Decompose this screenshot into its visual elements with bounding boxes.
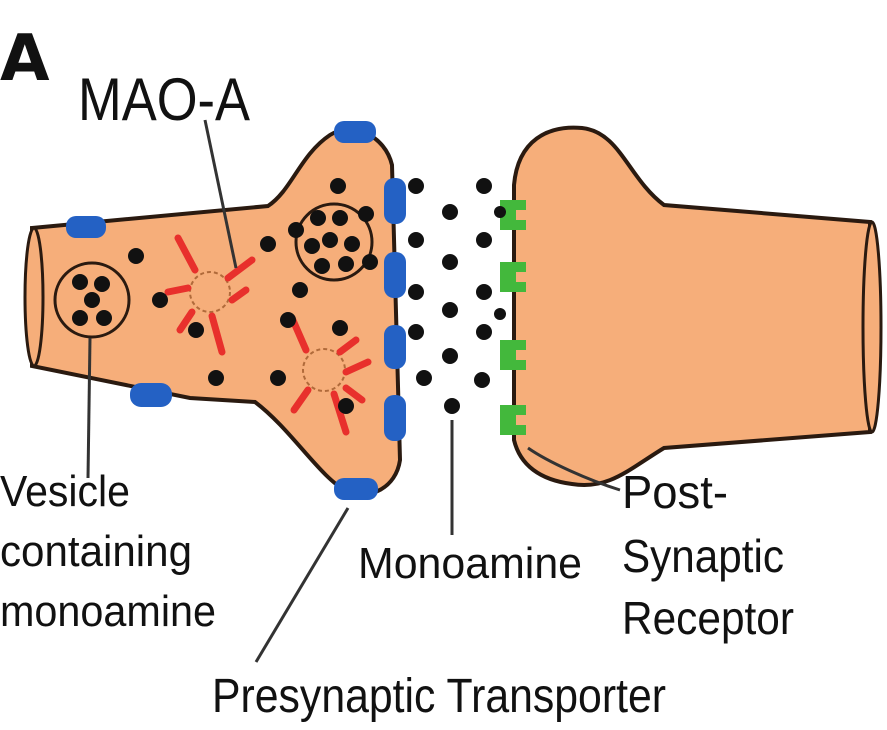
monoamine-dot (408, 232, 424, 248)
monoamine-dot (442, 302, 458, 318)
monoamine-dot (128, 248, 144, 264)
postsynaptic-dendrite-end (863, 222, 881, 432)
monoamine-dot (270, 370, 286, 386)
transporter-label: Presynaptic Transporter (212, 670, 666, 723)
monoamine-dot (330, 178, 346, 194)
monoamine-dot (96, 310, 112, 326)
monoamine-dot (292, 282, 308, 298)
panel-letter: A (0, 22, 50, 96)
transporter (384, 178, 406, 224)
postsynaptic-neuron (514, 128, 870, 485)
transporter (384, 395, 406, 441)
transporter (130, 383, 172, 407)
transporter (334, 121, 376, 143)
monoamine-dot (476, 284, 492, 300)
monoamine-dot (408, 178, 424, 194)
transporter (334, 478, 378, 500)
monoamine-dot (338, 256, 354, 272)
monoamine-dot (332, 320, 348, 336)
transporter (384, 325, 406, 369)
monoamine-dot (208, 370, 224, 386)
monoamine-dot (84, 292, 100, 308)
monoamine-dot (494, 308, 506, 320)
monoamine-dot (310, 210, 326, 226)
monoamine-dot (304, 238, 320, 254)
monoamine-dot (332, 210, 348, 226)
monoamine-label: Monoamine (358, 539, 582, 588)
monoamine-dot (442, 348, 458, 364)
monoamine-dot (476, 178, 492, 194)
mao-label: MAO-A (78, 66, 250, 133)
receptor-label-line3: Receptor (622, 592, 794, 644)
monoamine-dot (280, 312, 296, 328)
presynaptic-axon-end (25, 228, 43, 366)
vesicle-label-line3: monoamine (0, 587, 216, 636)
monoamine-dot (476, 232, 492, 248)
transporter-leader (256, 508, 348, 662)
monoamine-dot (416, 370, 432, 386)
vesicle-label-line2: containing (0, 527, 192, 576)
vesicle-leader (88, 338, 90, 478)
monoamine-dot (322, 232, 338, 248)
monoamine-dot (72, 274, 88, 290)
monoamine-dot (94, 276, 110, 292)
monoamine-dot (72, 310, 88, 326)
monoamine-dot (260, 236, 276, 252)
receptor-label-line2: Synaptic (622, 530, 784, 582)
monoamine-dot (344, 236, 360, 252)
mao-enzyme-arm (168, 288, 188, 292)
monoamine-dot (408, 324, 424, 340)
monoamine-dot (476, 324, 492, 340)
monoamine-dot (338, 398, 354, 414)
monoamine-dot (494, 206, 506, 218)
monoamine-dot (362, 254, 378, 270)
monoamine-dot (444, 398, 460, 414)
monoamine-dot (152, 292, 168, 308)
monoamine-dot (358, 206, 374, 222)
monoamine-dot (442, 204, 458, 220)
monoamine-dot (188, 322, 204, 338)
monoamine-dot (474, 372, 490, 388)
receptor-label-line1: Post- (622, 466, 728, 518)
monoamine-dot (288, 222, 304, 238)
transporter (66, 216, 106, 238)
transporter (384, 252, 406, 298)
monoamine-dot (442, 254, 458, 270)
monoamine-dot (408, 284, 424, 300)
vesicle-label-line1: Vesicle (0, 467, 130, 516)
monoamine-dot (314, 258, 330, 274)
